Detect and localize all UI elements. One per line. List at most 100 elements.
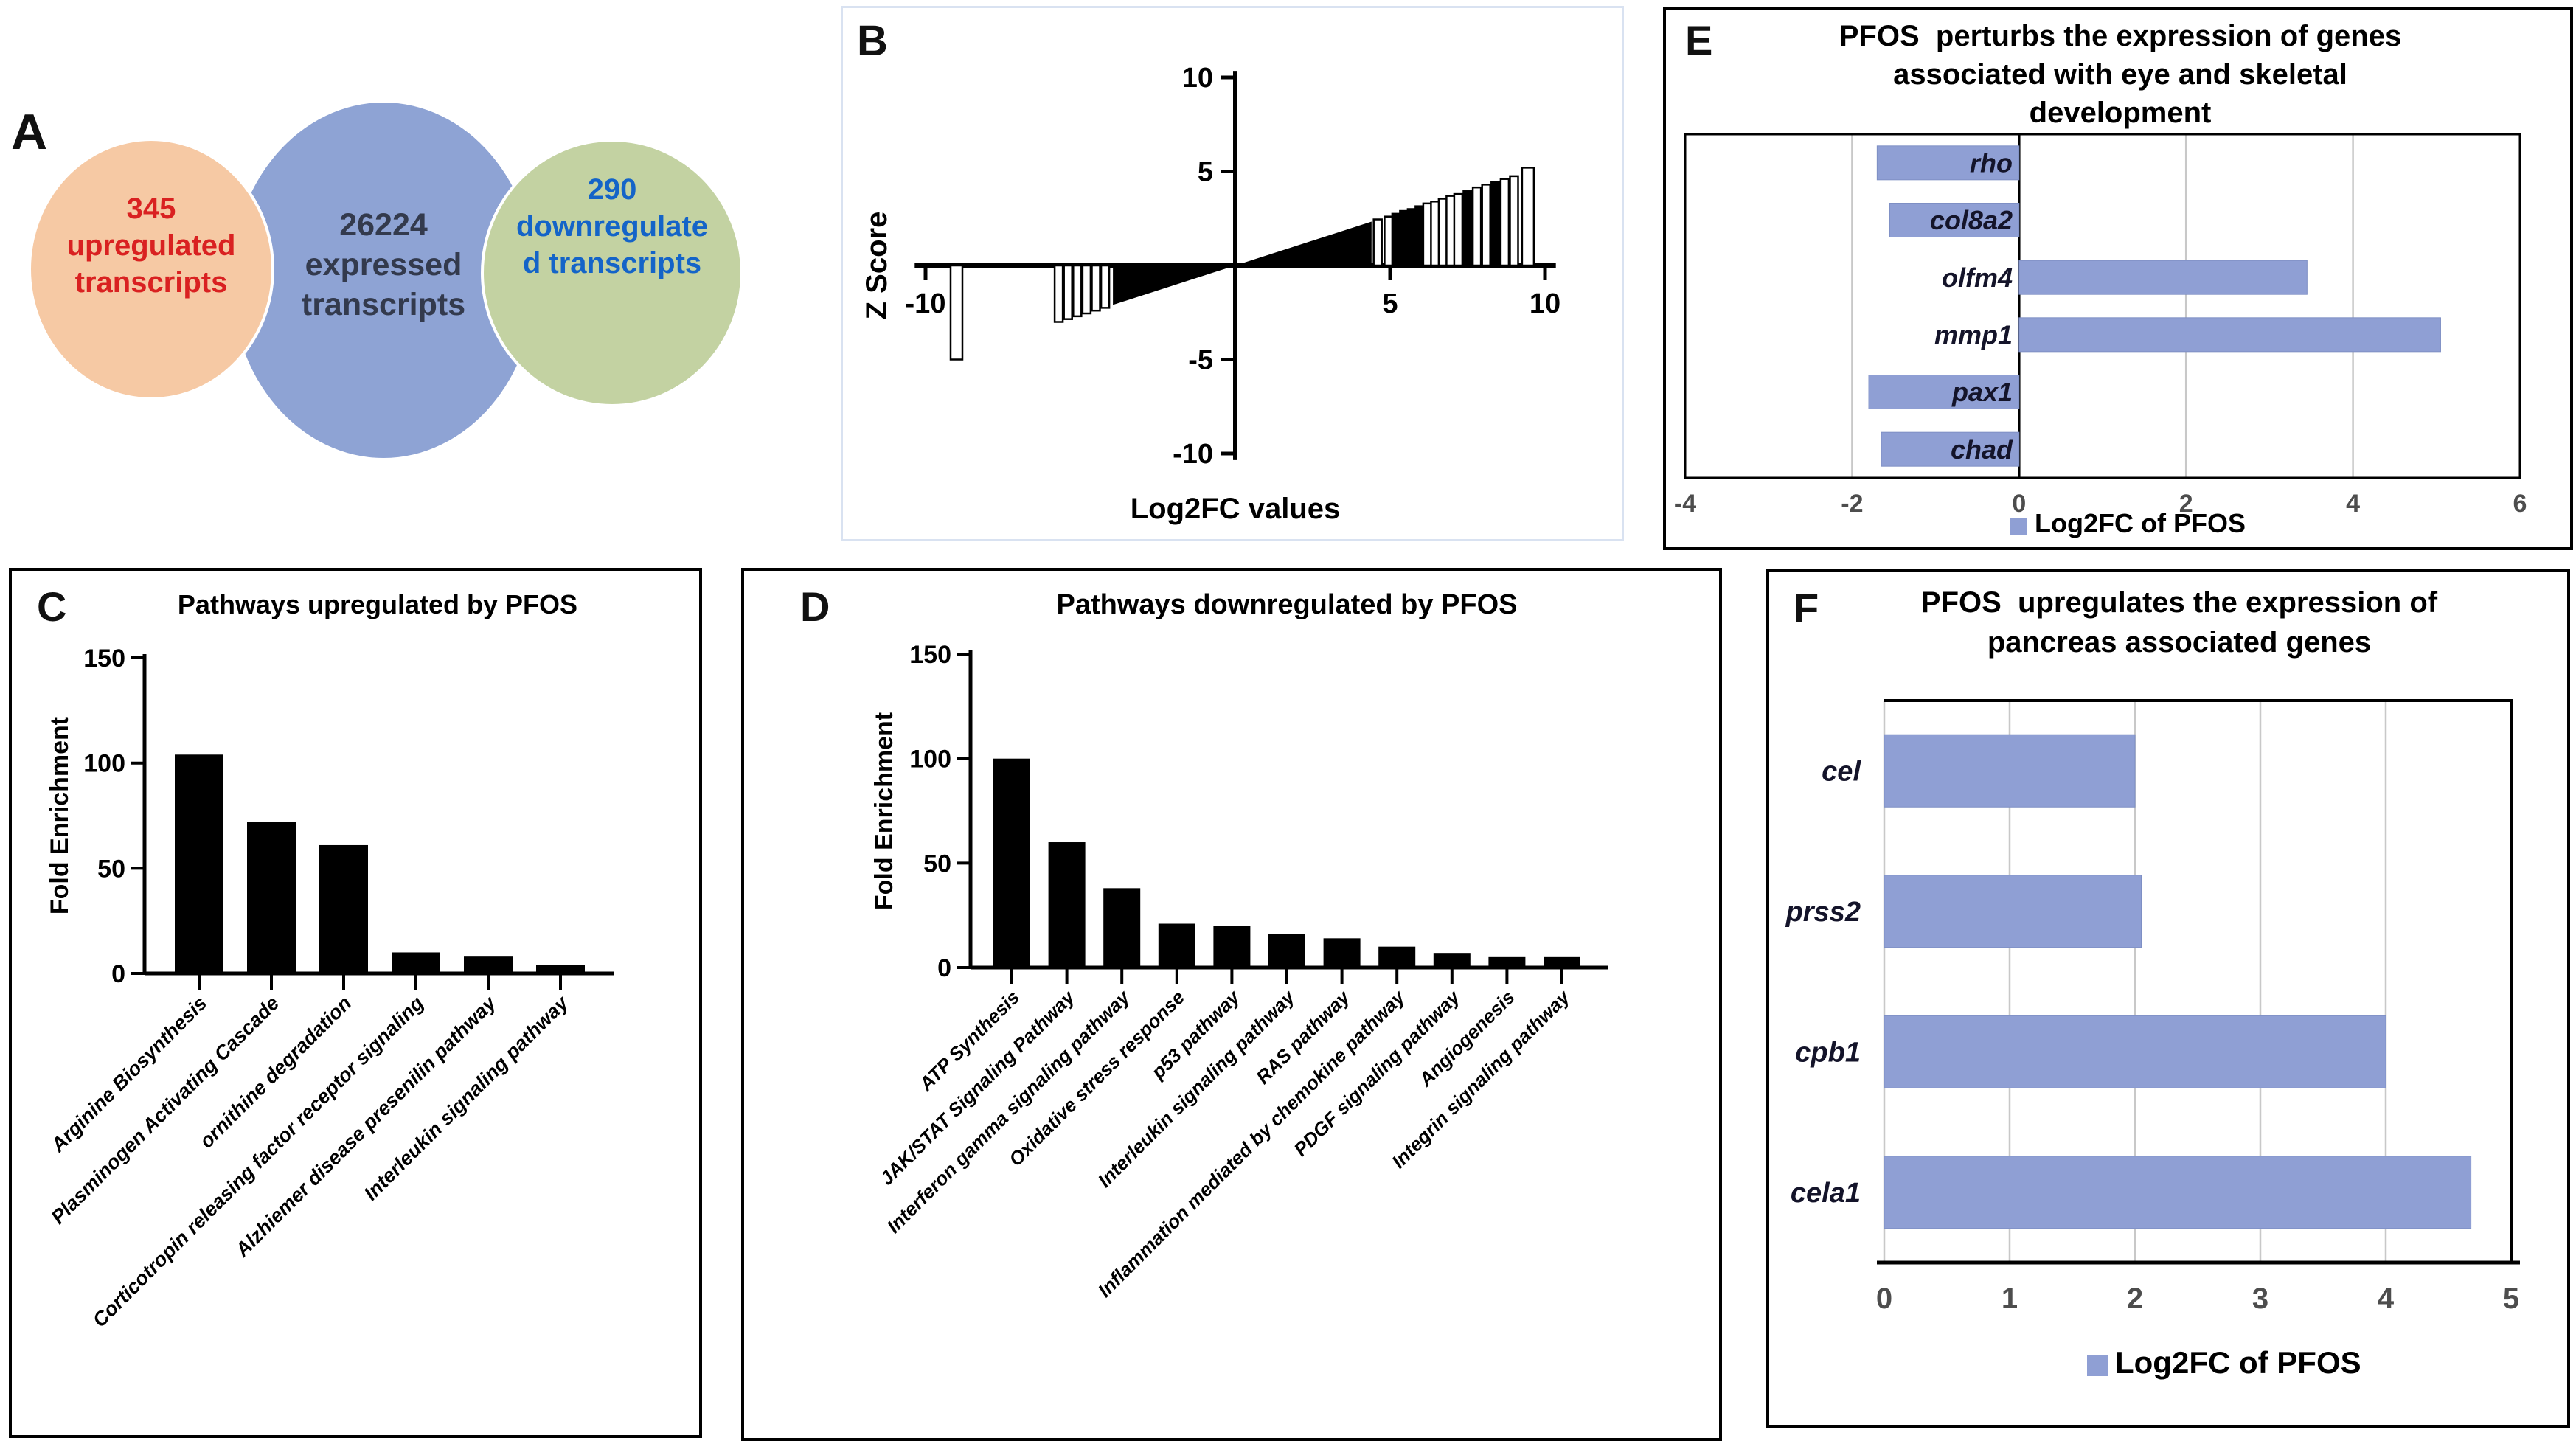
category-label: Interferon gamma signaling pathway [882, 985, 1134, 1237]
bar [1544, 956, 1580, 968]
bar [1323, 938, 1361, 968]
venn-circle-downregulated [481, 139, 743, 407]
legend-swatch [2010, 518, 2027, 535]
bar [1268, 934, 1305, 968]
ylabel: Fold Enrichment [46, 717, 74, 914]
xtick-label: 4 [2378, 1282, 2395, 1315]
gene-label: cela1 [1791, 1178, 1861, 1209]
xtick-label: -4 [1674, 490, 1696, 518]
venn-text-upregulated: 345 upregulated transcripts [28, 190, 274, 301]
b-bar [1453, 192, 1464, 267]
ylabel: Fold Enrichment [870, 712, 898, 910]
xtick-label: -2 [1841, 490, 1863, 518]
b-ytick-label: 5 [1198, 157, 1213, 188]
b-xtick-label: 5 [1382, 288, 1398, 319]
b-bar [949, 264, 964, 361]
bar [319, 844, 368, 973]
ytick-label: 0 [111, 960, 125, 988]
bar [1103, 888, 1141, 968]
bar [464, 956, 513, 973]
plot-border [1884, 699, 2513, 1263]
venn-text-downregulated: 290 downregulate d transcripts [481, 171, 743, 282]
chart-title-line: PFOS perturbs the expression of genes [1839, 20, 2401, 52]
panel-border [741, 568, 1722, 1441]
b-bar [1091, 264, 1101, 312]
bar [1884, 734, 2136, 808]
xtick-label: 2 [2179, 490, 2193, 518]
b-xtick-label: -10 [906, 288, 946, 319]
xtick-label: 3 [2252, 1282, 2268, 1315]
bar [2018, 317, 2441, 353]
category-label: RAS pathway [1251, 985, 1355, 1088]
chart-title-line: pancreas associated genes [1987, 626, 2371, 659]
bar [1884, 875, 2142, 948]
panel-border [1766, 569, 2570, 1428]
legend-label: Log2FC of PFOS [2035, 508, 2246, 538]
bar [1433, 953, 1471, 968]
bar [2018, 260, 2308, 295]
panel-label-a: A [11, 104, 48, 160]
bar [247, 822, 296, 973]
panel-label-d: D [800, 583, 830, 630]
bar [1868, 375, 2020, 409]
venn-downregulated-line2: downregulate [515, 210, 709, 243]
ytick-label: 150 [909, 641, 951, 669]
chart-d-pathways-downregulated: Pathways downregulated by PFOS 0 50 100 150F… [741, 568, 1722, 1441]
xtick-label: 5 [2503, 1282, 2519, 1315]
panel-border [9, 568, 702, 1438]
chart-title: Pathways downregulated by PFOS [1056, 589, 1517, 620]
b-ytick-label: -5 [1188, 345, 1213, 376]
bar [1884, 1156, 2472, 1229]
b-ylabel: Z Score [861, 212, 893, 320]
ytick-label: 0 [937, 954, 951, 982]
chart-c-pathways-upregulated: Pathways upregulated by PFOS050100150Fol… [9, 568, 702, 1438]
b-bar [1100, 264, 1111, 309]
b-bar [1063, 264, 1073, 320]
bar [1881, 431, 2020, 467]
chart-title-line: PFOS upregulates the expression of [1921, 586, 2438, 619]
legend-label: Log2FC of PFOS [2115, 1345, 2361, 1380]
chart-title-line: development [2030, 97, 2212, 129]
venn-expressed-line3: transcripts [301, 287, 466, 322]
bar [1488, 956, 1526, 968]
venn-text-expressed: 26224 expressed transcripts [229, 205, 538, 324]
chart-e-eye-skeletal-genes: PFOS perturbs the expression of genesass… [1663, 7, 2573, 550]
b-bar [1471, 186, 1482, 267]
plot-border [1684, 133, 2521, 479]
bar [1876, 145, 2020, 181]
bar [1048, 842, 1086, 968]
gene-label: cel [1822, 757, 1861, 788]
gene-label: rho [1970, 147, 2013, 178]
venn-upregulated-count: 345 [126, 192, 176, 225]
category-label: Alzhiemer disease presenilin pathway [231, 991, 501, 1262]
gene-label: cpb1 [1795, 1038, 1861, 1069]
category-label: Interleukin signaling pathway [1094, 985, 1300, 1192]
xtick-label: 2 [2127, 1282, 2143, 1315]
b-bar [1490, 181, 1501, 267]
gene-label: pax1 [1951, 377, 2013, 407]
venn-downregulated-line3: d transcripts [522, 247, 702, 279]
b-bar [1372, 218, 1383, 267]
b-bar [1081, 264, 1092, 315]
b-bar [1072, 264, 1083, 318]
b-xtick-label: 10 [1530, 288, 1560, 319]
ytick-label: 100 [83, 750, 125, 778]
ytick-label: 50 [923, 850, 951, 878]
b-dense-bars-region [1235, 221, 1372, 265]
bar [1889, 203, 2020, 237]
panel-label-b: B [857, 17, 888, 65]
panel-label-f: F [1794, 585, 1819, 631]
xtick-label: 0 [1876, 1282, 1892, 1315]
venn-circle-upregulated [28, 138, 274, 400]
ytick-label: 100 [909, 746, 951, 774]
b-bar [1499, 178, 1510, 267]
b-dense-bars-region [1113, 265, 1235, 305]
gene-label: prss2 [1785, 897, 1861, 928]
bar [392, 952, 440, 973]
gene-label: col8a2 [1930, 205, 2013, 235]
panel-label-e: E [1685, 17, 1713, 63]
xtick-label: 1 [2002, 1282, 2018, 1315]
b-bar [1481, 184, 1491, 267]
